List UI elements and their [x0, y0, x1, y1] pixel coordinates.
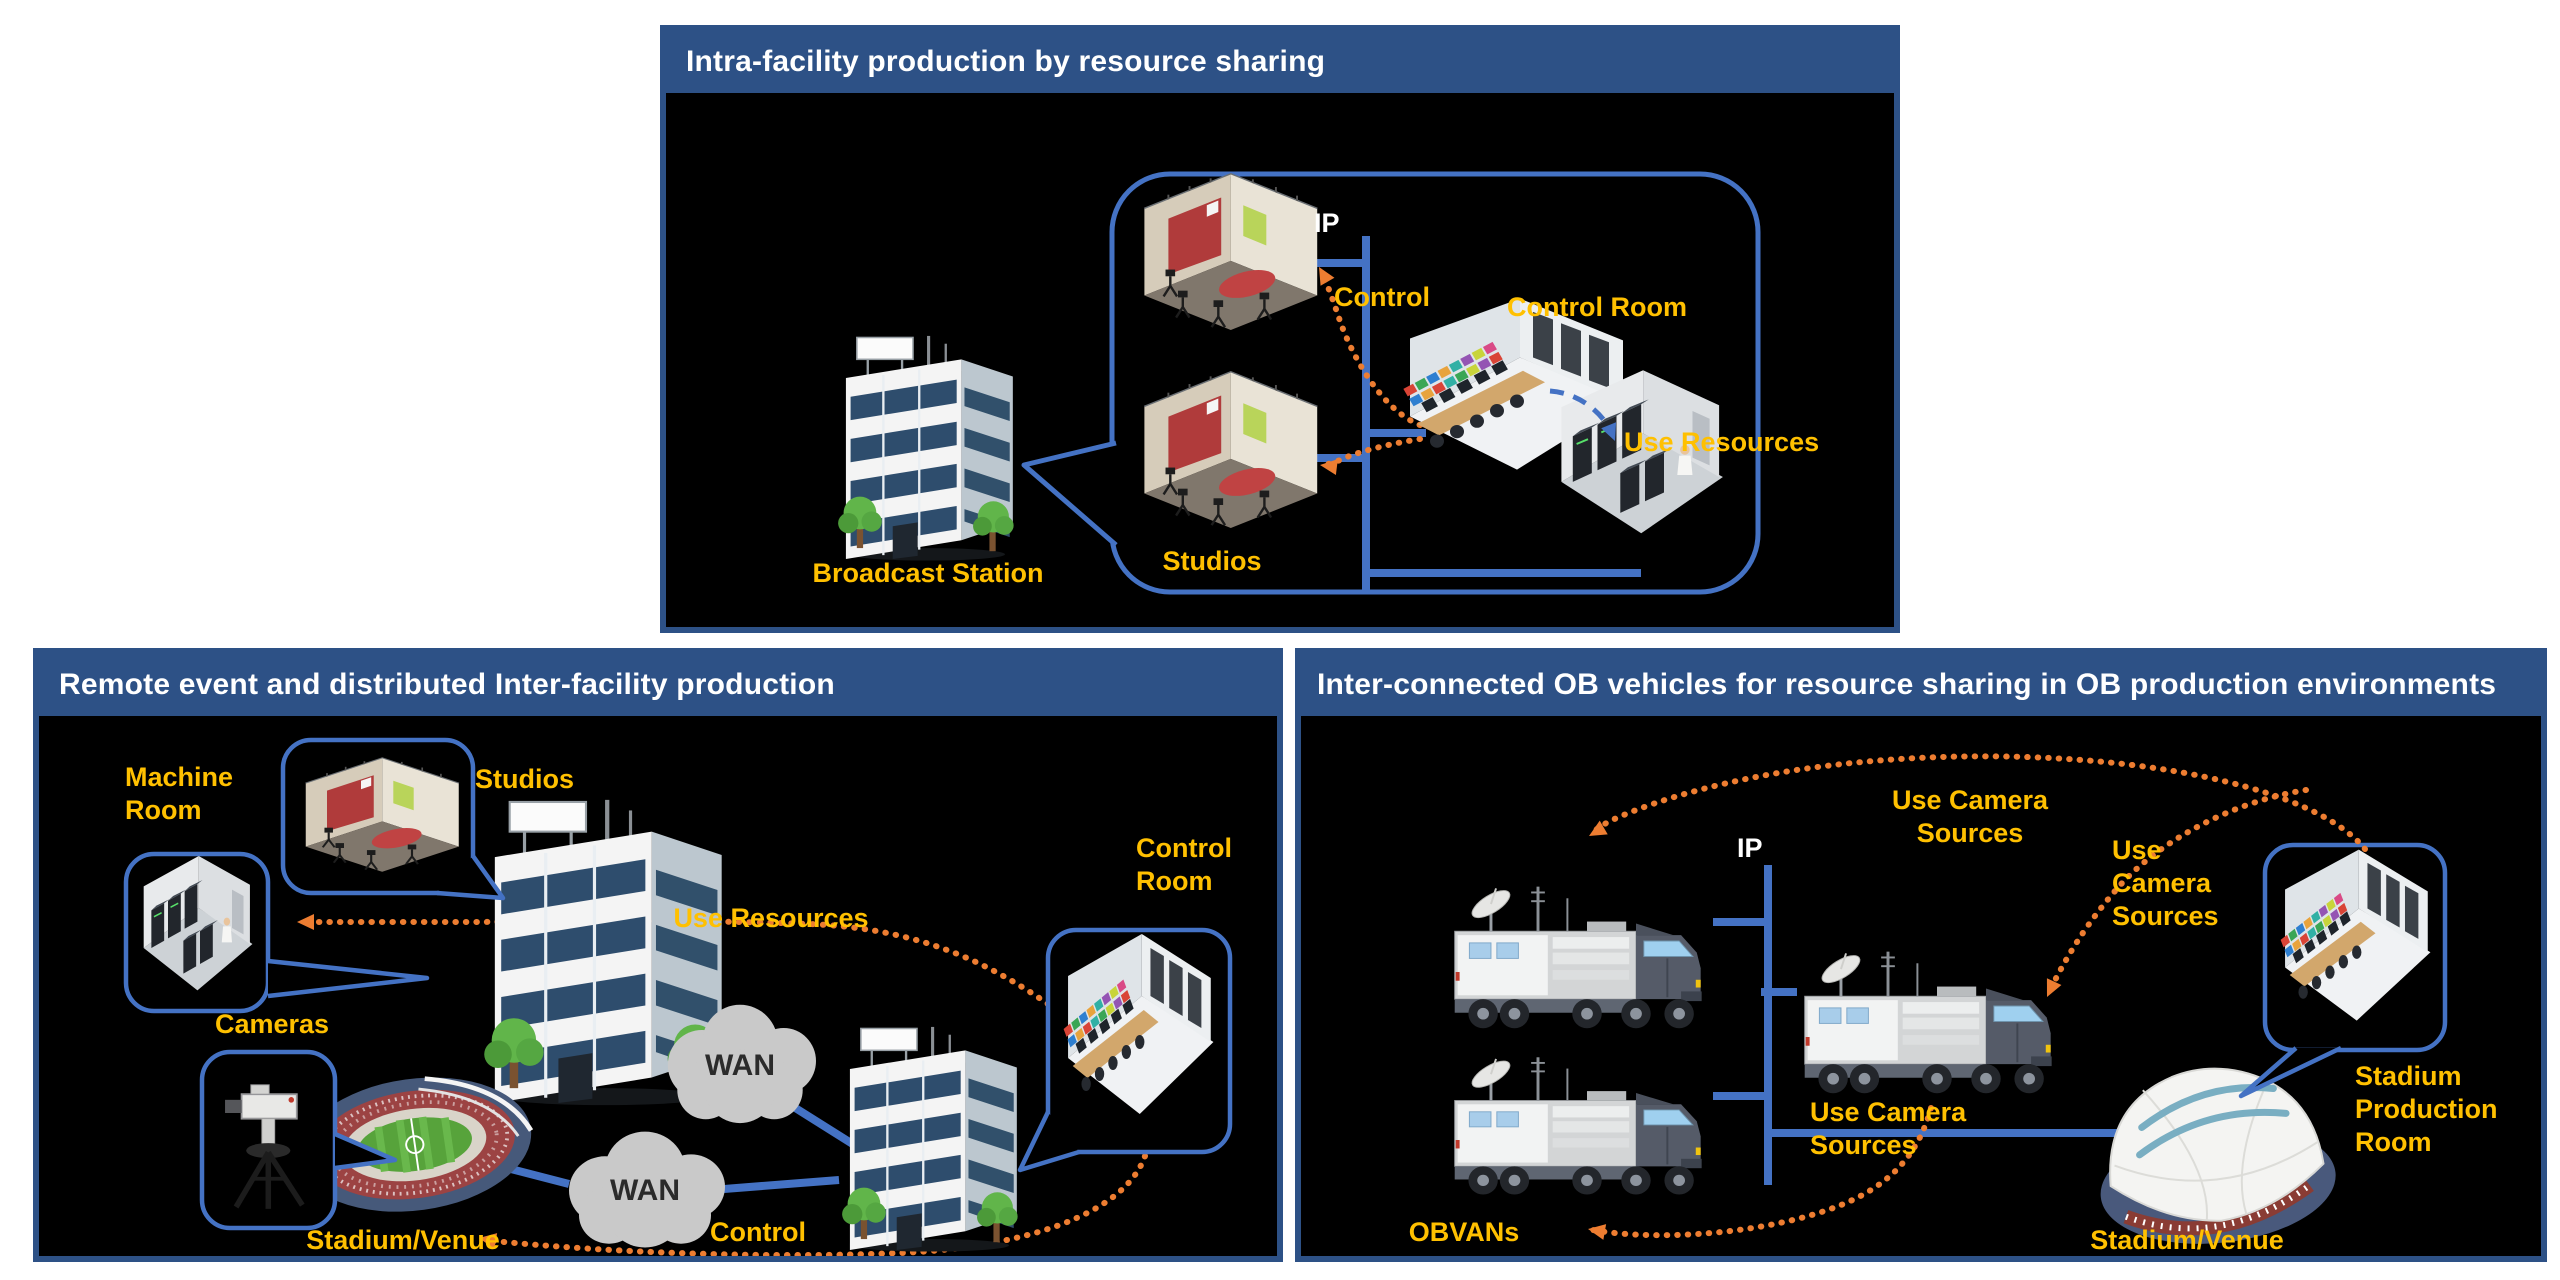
label-wan-top: WAN	[705, 1049, 775, 1082]
panel-remote-header: Remote event and distributed Inter-facil…	[39, 654, 1277, 716]
label-wan-bottom: WAN	[610, 1174, 680, 1207]
label-cameras: Cameras	[215, 1009, 330, 1039]
label-use-camera-sources-right: Use Camera Sources	[2112, 835, 2219, 931]
cameras-callout-bubble	[199, 1049, 398, 1231]
use-camera-arrowhead-bottom	[1586, 1221, 1607, 1240]
stadium-production-room-callout-bubble	[2238, 842, 2448, 1099]
use-camera-arrowhead-middle	[2039, 978, 2062, 1001]
control-room-callout-bubble	[1017, 927, 1233, 1173]
obvan-truck-bottom-illustration	[1453, 1053, 1704, 1196]
label-use-camera-sources-bottom: Use Camera Sources	[1810, 1097, 1967, 1160]
panel-ob-vehicles: Inter-connected OB vehicles for resource…	[1295, 648, 2547, 1262]
panel-intra-facility-header: Intra-facility production by resource sh…	[666, 31, 1894, 93]
broadcast-station-building-illustration	[836, 334, 1016, 563]
remote-production-diagram	[123, 737, 1233, 1256]
label-stadium-production-room: Stadium Production Room	[2355, 1061, 2498, 1157]
obvan-truck-middle-illustration	[1803, 947, 2054, 1095]
label-control-room: Control Room	[1507, 292, 1687, 322]
panel-intra-facility: Intra-facility production by resource sh…	[660, 25, 1900, 633]
use-resources-arrowhead	[297, 914, 314, 930]
label-machine-room: Machine Room	[125, 762, 234, 825]
label-stadium-venue: Stadium/Venue	[2090, 1225, 2284, 1255]
label-studios: Studios	[1162, 546, 1262, 576]
label-use-camera-sources-top: Use Camera Sources	[1891, 785, 2049, 848]
studios-callout-bubble	[280, 737, 506, 901]
machine-room-callout-bubble	[123, 851, 430, 1014]
panel-intra-facility-title: Intra-facility production by resource sh…	[686, 45, 1326, 78]
intra-facility-diagram	[836, 171, 1761, 595]
label-ip: IP	[1737, 833, 1763, 863]
use-camera-sources-arcs	[1590, 753, 2368, 1239]
panel-remote-inter-facility: Remote event and distributed Inter-facil…	[33, 648, 1283, 1262]
label-broadcast-station: Broadcast Station	[812, 558, 1044, 588]
label-ip: IP	[1314, 208, 1340, 238]
label-use-resources: Use Resources	[1624, 427, 1820, 457]
ob-vehicles-diagram	[1453, 753, 2448, 1256]
ip-network-lines	[1713, 865, 2171, 1185]
control-arc	[481, 1153, 1148, 1256]
panel-remote-body: Machine Room Studios Use Resources Contr…	[39, 716, 1277, 1256]
panel-ob-body: IP Use Camera Sources Use Camera Sources…	[1301, 716, 2541, 1256]
label-studios: Studios	[475, 764, 574, 794]
facility-building-2-illustration	[840, 1025, 1020, 1254]
panel-ob-title: Inter-connected OB vehicles for resource…	[1317, 668, 2497, 701]
label-obvans: OBVANs	[1408, 1217, 1520, 1247]
label-use-resources: Use Resources	[673, 903, 869, 933]
label-control-room: Control Room	[1136, 833, 1232, 896]
panel-intra-facility-body: IP Control Control Room Use Resources St…	[666, 93, 1894, 627]
panel-ob-header: Inter-connected OB vehicles for resource…	[1301, 654, 2541, 716]
label-control: Control	[1334, 282, 1430, 312]
label-control: Control	[710, 1217, 806, 1247]
obvan-truck-top-illustration	[1453, 882, 1704, 1030]
panel-remote-title: Remote event and distributed Inter-facil…	[59, 668, 835, 701]
label-stadium-venue: Stadium/Venue	[306, 1225, 500, 1255]
